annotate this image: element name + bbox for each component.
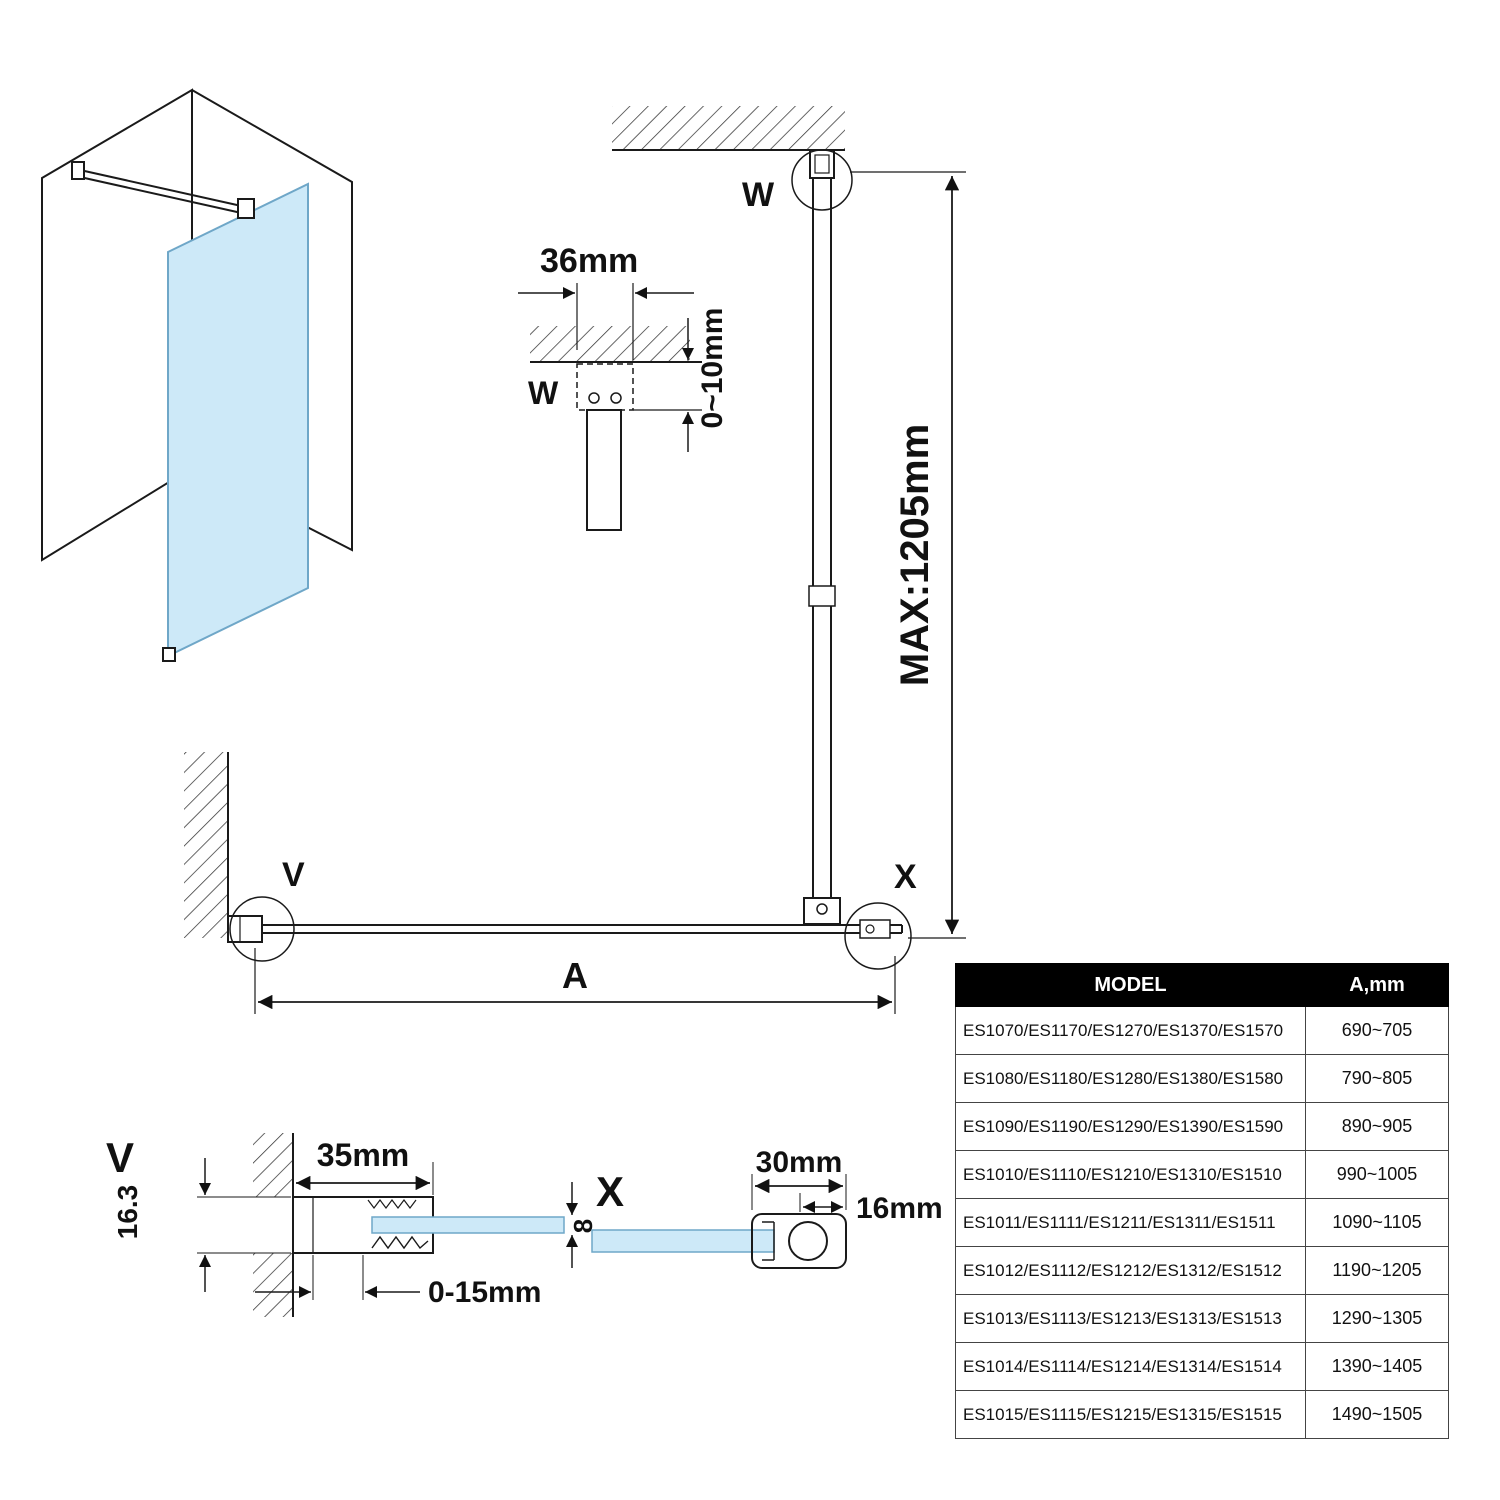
wall-hatch xyxy=(184,752,228,938)
amm-cell: 890~905 xyxy=(1305,1102,1449,1151)
ceiling-hatch xyxy=(612,106,845,150)
dim-label-35mm: 35mm xyxy=(317,1137,410,1173)
table-header: MODEL A,mm xyxy=(955,963,1449,1007)
model-cell: ES1011/ES1111/ES1211/ES1311/ES1511 xyxy=(955,1198,1306,1247)
profile-serration xyxy=(367,1199,417,1209)
bracket-hidden-outline xyxy=(576,363,634,411)
table-body: ES1070/ES1170/ES1270/ES1370/ES1570 690~7… xyxy=(955,1006,1449,1439)
wall-hatch-detail-v xyxy=(253,1133,293,1197)
callout-circle-x xyxy=(844,902,912,970)
support-bar-section xyxy=(586,409,622,531)
bracket-bolt xyxy=(610,392,622,404)
glass-foot-iso xyxy=(162,647,176,662)
detail-v-drawing xyxy=(197,1133,578,1317)
amm-cell: 1090~1105 xyxy=(1305,1198,1449,1247)
ceiling-hatch-detail-w xyxy=(530,326,690,362)
amm-cell: 1190~1205 xyxy=(1305,1246,1449,1295)
detail-x-drawing xyxy=(591,1174,847,1269)
detail-v-label: V xyxy=(106,1134,134,1181)
model-cell: ES1012/ES1112/ES1212/ES1312/ES1512 xyxy=(955,1246,1306,1295)
glass-section-x xyxy=(591,1229,775,1253)
bar-glass-clamp-iso xyxy=(237,198,255,219)
ceiling-bracket xyxy=(809,149,835,179)
dim-label-36mm: 36mm xyxy=(540,242,638,280)
table-header-amm: A,mm xyxy=(1305,963,1449,1007)
clamp-spring xyxy=(371,1235,429,1250)
amm-cell: 990~1005 xyxy=(1305,1150,1449,1199)
model-cell: ES1015/ES1115/ES1215/ES1315/ES1515 xyxy=(955,1390,1306,1439)
glass-end-fitting xyxy=(859,919,891,939)
detail-x-label: X xyxy=(596,1168,624,1215)
amm-cell: 1290~1305 xyxy=(1305,1294,1449,1343)
amm-cell: 790~805 xyxy=(1305,1054,1449,1103)
model-cell: ES1070/ES1170/ES1270/ES1370/ES1570 xyxy=(955,1006,1306,1055)
isometric-view xyxy=(41,88,353,662)
bar-connector xyxy=(808,585,836,607)
dim-label-16-3: 16.3 xyxy=(112,1185,143,1240)
support-bar-iso xyxy=(79,169,247,208)
callout-circle-w xyxy=(791,149,853,211)
clamp-pivot xyxy=(816,903,828,915)
table-row: ES1010/ES1110/ES1210/ES1310/ES1510 990~1… xyxy=(955,1150,1449,1199)
model-table: MODEL A,mm ES1070/ES1170/ES1270/ES1370/E… xyxy=(955,963,1449,1439)
table-row: ES1070/ES1170/ES1270/ES1370/ES1570 690~7… xyxy=(955,1006,1449,1055)
table-row: ES1090/ES1190/ES1290/ES1390/ES1590 890~9… xyxy=(955,1102,1449,1151)
bar-circle-section xyxy=(788,1221,828,1261)
bracket-bolt xyxy=(588,392,600,404)
callout-circle-v xyxy=(229,896,295,962)
detail-w-drawing xyxy=(518,283,702,531)
model-cell: ES1013/ES1113/ES1213/ES1313/ES1513 xyxy=(955,1294,1306,1343)
callout-label-v: V xyxy=(282,856,305,894)
dim-label-0-15mm: 0-15mm xyxy=(428,1276,541,1309)
table-row: ES1080/ES1180/ES1280/ES1380/ES1580 790~8… xyxy=(955,1054,1449,1103)
detail-w-label: W xyxy=(528,375,559,411)
dim-label-max: MAX:1205mm xyxy=(893,424,937,686)
dim-label-a: A xyxy=(562,955,588,996)
callout-label-w: W xyxy=(742,176,775,214)
model-cell: ES1090/ES1190/ES1290/ES1390/ES1590 xyxy=(955,1102,1306,1151)
glass-panel-iso xyxy=(167,182,309,658)
wall-profile-fitting xyxy=(227,915,263,943)
model-cell: ES1080/ES1180/ES1280/ES1380/ES1580 xyxy=(955,1054,1306,1103)
table-row: ES1015/ES1115/ES1215/ES1315/ES1515 1490~… xyxy=(955,1390,1449,1439)
bar-glass-clamp xyxy=(803,897,841,925)
elevation-drawing xyxy=(184,106,966,1014)
dim-label-8: 8 xyxy=(568,1219,598,1233)
amm-cell: 1390~1405 xyxy=(1305,1342,1449,1391)
dim-label-16mm: 16mm xyxy=(856,1192,943,1225)
callout-label-x: X xyxy=(894,858,917,896)
table-header-model: MODEL xyxy=(955,963,1306,1007)
table-row: ES1013/ES1113/ES1213/ES1313/ES1513 1290~… xyxy=(955,1294,1449,1343)
dim-label-30mm: 30mm xyxy=(756,1146,843,1179)
amm-cell: 1490~1505 xyxy=(1305,1390,1449,1439)
table-row: ES1014/ES1114/ES1214/ES1314/ES1514 1390~… xyxy=(955,1342,1449,1391)
bar-wall-fitting-iso xyxy=(71,161,85,180)
table-row: ES1012/ES1112/ES1212/ES1312/ES1512 1190~… xyxy=(955,1246,1449,1295)
amm-cell: 690~705 xyxy=(1305,1006,1449,1055)
glass-section-v xyxy=(371,1216,565,1234)
bar-holder-section xyxy=(751,1213,847,1269)
dim-label-0-10mm: 0~10mm xyxy=(696,308,729,429)
table-row: ES1011/ES1111/ES1211/ES1311/ES1511 1090~… xyxy=(955,1198,1449,1247)
model-cell: ES1010/ES1110/ES1210/ES1310/ES1510 xyxy=(955,1150,1306,1199)
model-cell: ES1014/ES1114/ES1214/ES1314/ES1514 xyxy=(955,1342,1306,1391)
